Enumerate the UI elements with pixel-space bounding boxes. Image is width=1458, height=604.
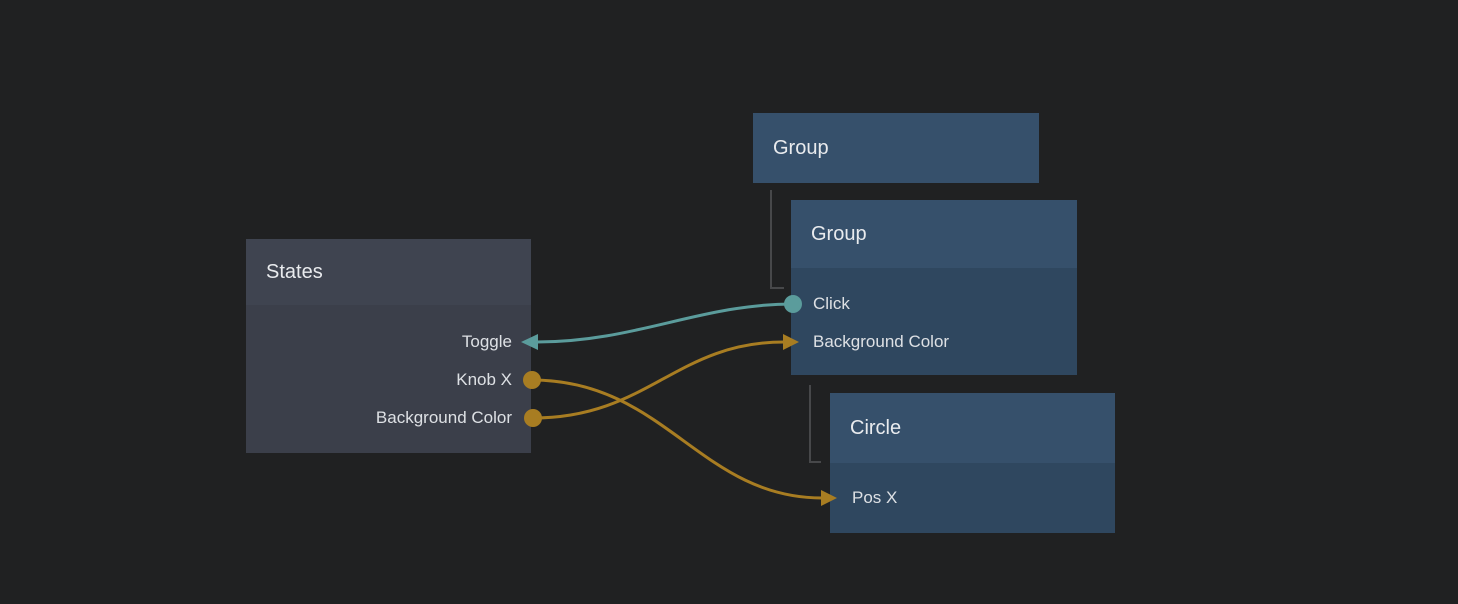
node-title: Group	[811, 222, 867, 245]
port-label: Knob X	[456, 370, 512, 389]
port-label: Toggle	[461, 332, 512, 351]
node-group-child[interactable]: Group Click Background Color	[791, 200, 1077, 375]
port-label: Pos X	[852, 488, 898, 507]
port-label: Click	[813, 294, 850, 313]
port-row-pos-x[interactable]: Pos X	[830, 479, 1115, 517]
port-label: Background Color	[813, 332, 950, 351]
port-dot-knob-x[interactable]	[523, 371, 541, 389]
node-title: Group	[773, 136, 829, 159]
port-row-click[interactable]: Click	[791, 285, 1077, 323]
port-row-toggle[interactable]: Toggle	[246, 323, 531, 361]
node-title: States	[266, 260, 323, 283]
port-dot-click[interactable]	[784, 295, 802, 313]
port-dot-background-color[interactable]	[524, 409, 542, 427]
node-title: Circle	[850, 416, 902, 439]
node-states[interactable]: States Toggle Knob X Background Color	[246, 239, 531, 453]
arrowhead-toggle-input[interactable]	[521, 334, 538, 350]
hierarchy-line-group-top-to-group-child	[770, 190, 784, 289]
port-row-background-color[interactable]: Background Color	[791, 323, 1077, 361]
arrowhead-pos-x-input[interactable]	[821, 490, 837, 506]
node-group-top[interactable]: Group	[753, 113, 1039, 183]
wire-knob-x-to-pos-x[interactable]	[531, 378, 823, 500]
wire-background-color-to-background-color[interactable]	[532, 340, 785, 420]
port-row-background-color[interactable]: Background Color	[246, 399, 531, 437]
node-circle[interactable]: Circle Pos X	[830, 393, 1115, 533]
arrowhead-background-color-input[interactable]	[783, 334, 799, 350]
port-row-knob-x[interactable]: Knob X	[246, 361, 531, 399]
hierarchy-line-group-child-to-circle	[809, 385, 821, 463]
port-label: Background Color	[375, 408, 512, 427]
wire-click-to-toggle[interactable]	[536, 302, 794, 344]
